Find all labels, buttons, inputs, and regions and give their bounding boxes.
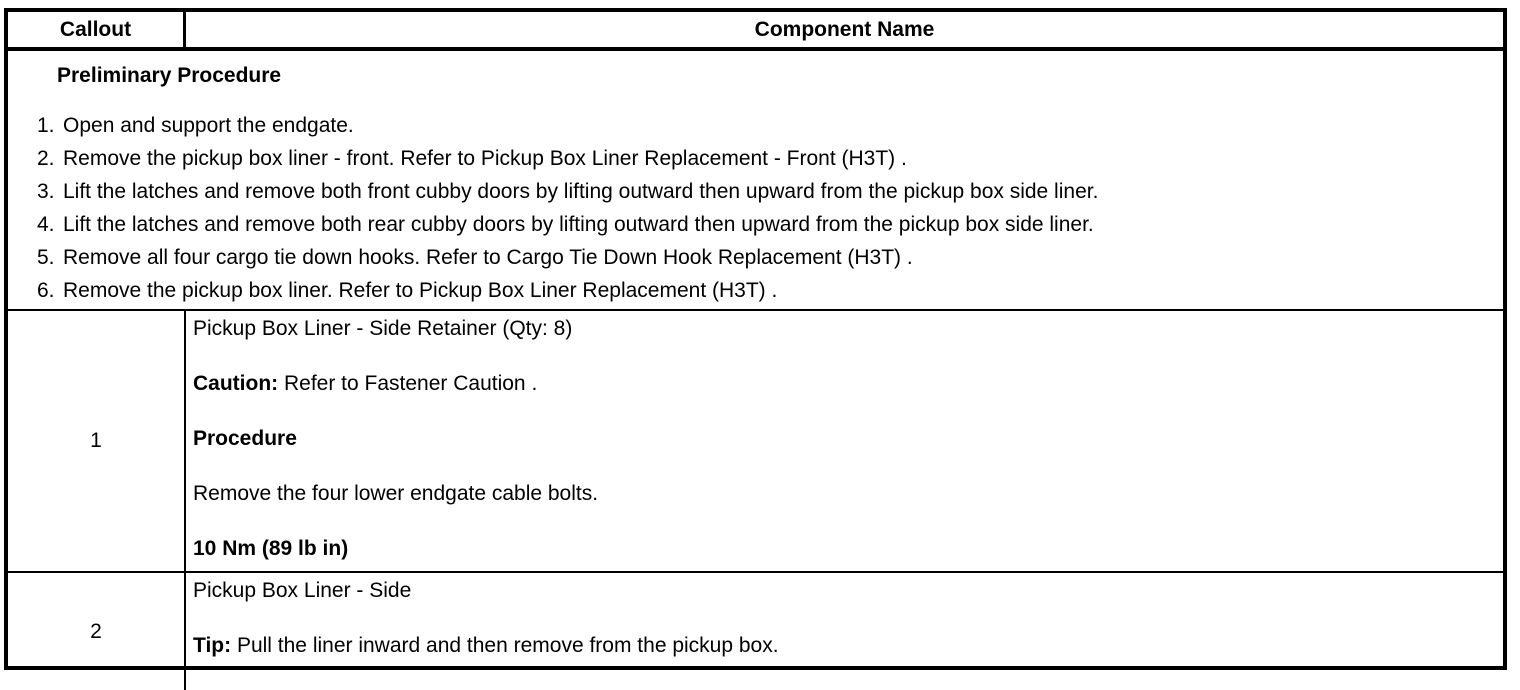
list-item: 5. Remove all four cargo tie down hooks.… bbox=[37, 241, 1491, 274]
callout-number: 1 bbox=[8, 311, 186, 571]
tip-text: Pull the liner inward and then remove fr… bbox=[231, 634, 779, 657]
step-text: Lift the latches and remove both rear cu… bbox=[63, 213, 1094, 236]
step-text: Remove all four cargo tie down hooks. Re… bbox=[63, 246, 913, 269]
procedure-label: Procedure bbox=[193, 427, 297, 450]
step-number: 2. bbox=[37, 147, 55, 170]
caution-text: Refer to Fastener Caution . bbox=[278, 372, 538, 395]
step-number: 1. bbox=[37, 114, 55, 137]
caution-label: Caution: bbox=[193, 372, 279, 395]
list-item: 3. Lift the latches and remove both fron… bbox=[37, 175, 1491, 208]
component-name-text: Pickup Box Liner - Side Retainer (Qty: 8… bbox=[193, 317, 573, 340]
step-number: 6. bbox=[37, 279, 55, 302]
component-callout-table: Callout Component Name Preliminary Proce… bbox=[4, 8, 1507, 690]
step-text: Open and support the endgate. bbox=[63, 114, 354, 137]
step-text: Lift the latches and remove both front c… bbox=[63, 180, 1099, 203]
list-item: 1. Open and support the endgate. bbox=[37, 109, 1491, 142]
step-number: 4. bbox=[37, 213, 55, 236]
tip-label: Tip: bbox=[193, 634, 232, 657]
step-text: Remove the pickup box liner. Refer to Pi… bbox=[63, 279, 778, 302]
table-row: 2 Pickup Box Liner - Side Tip: Pull the … bbox=[8, 573, 1503, 690]
table-header-row: Callout Component Name bbox=[8, 12, 1503, 51]
tip-line: Tip: Pull the liner inward and then remo… bbox=[193, 635, 1493, 657]
table-row: 1 Pickup Box Liner - Side Retainer (Qty:… bbox=[8, 311, 1503, 573]
list-item: 6. Remove the pickup box liner. Refer to… bbox=[37, 274, 1491, 307]
list-item: 2. Remove the pickup box liner - front. … bbox=[37, 142, 1491, 175]
step-number: 5. bbox=[37, 246, 55, 269]
callout-number: 2 bbox=[8, 573, 186, 690]
step-text: Remove the pickup box liner - front. Ref… bbox=[63, 147, 907, 170]
step-number: 3. bbox=[37, 180, 55, 203]
component-description-cell: Pickup Box Liner - Side Retainer (Qty: 8… bbox=[186, 311, 1503, 571]
torque-spec: 10 Nm (89 lb in) bbox=[193, 537, 349, 560]
procedure-text: Remove the four lower endgate cable bolt… bbox=[193, 482, 599, 505]
list-item: 4. Lift the latches and remove both rear… bbox=[37, 208, 1491, 241]
caution-line: Caution: Refer to Fastener Caution . bbox=[193, 373, 1493, 395]
component-name-text: Pickup Box Liner - Side bbox=[193, 579, 412, 602]
header-callout: Callout bbox=[8, 12, 186, 47]
preliminary-steps-list: 1. Open and support the endgate. 2. Remo… bbox=[37, 109, 1491, 307]
header-component-name: Component Name bbox=[754, 17, 935, 41]
preliminary-procedure-section: Preliminary Procedure 1. Open and suppor… bbox=[8, 51, 1503, 311]
preliminary-procedure-title: Preliminary Procedure bbox=[57, 64, 282, 87]
component-description-cell: Pickup Box Liner - Side Tip: Pull the li… bbox=[186, 573, 1503, 690]
